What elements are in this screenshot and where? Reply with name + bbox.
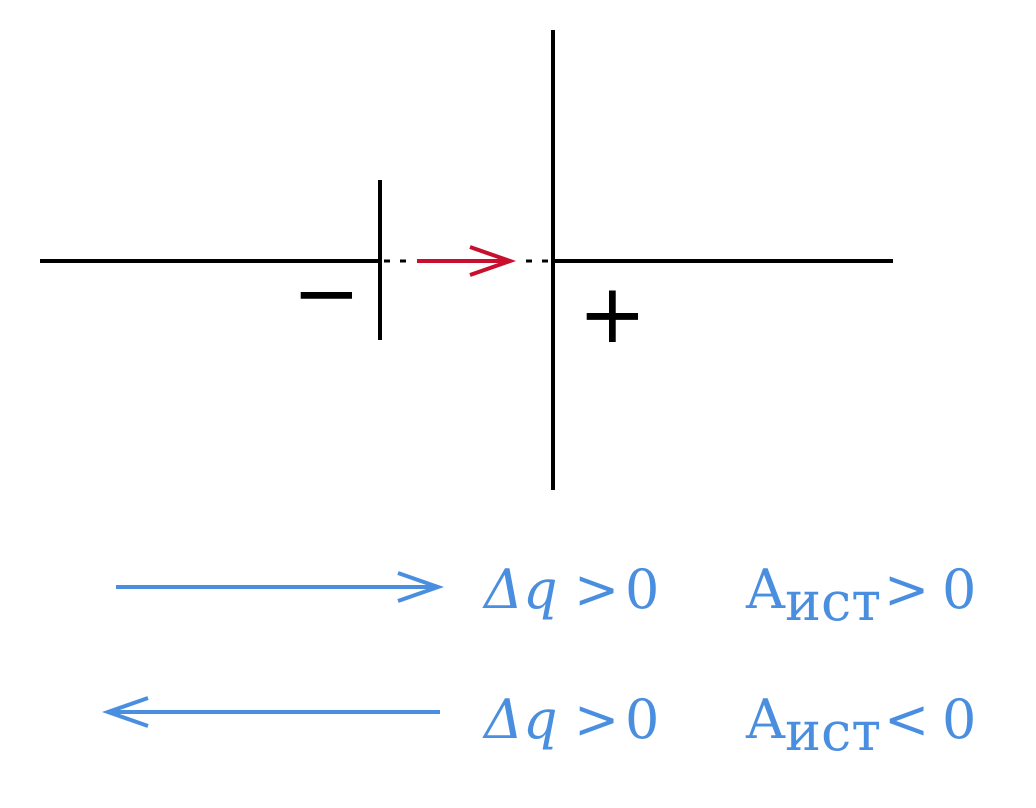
legend-row-2-work-relation: < — [884, 688, 929, 751]
legend-row-1: Δq > 0 A ист > 0 — [116, 558, 976, 633]
charge-arrow-icon — [417, 245, 517, 277]
legend-row-2-delta-q: Δq — [482, 688, 558, 751]
legend-row-2-work-symbol: A — [745, 688, 786, 751]
legend-row-2: Δq > 0 A ист < 0 — [101, 688, 976, 763]
legend-row-1-work-subscript: ист — [785, 570, 881, 633]
arrow-left-icon — [101, 696, 440, 728]
positive-sign: + — [578, 267, 647, 362]
legend-row-2-delta-q-relation: > — [574, 688, 619, 751]
legend-row-1-delta-q-relation: > — [574, 558, 619, 621]
negative-sign: − — [292, 246, 361, 341]
legend-row-2-delta-q-value: 0 — [625, 688, 659, 751]
legend-row-2-work-subscript: ист — [785, 700, 881, 763]
legend-row-1-work-value: 0 — [942, 558, 976, 621]
legend-row-1-work-symbol: A — [745, 558, 786, 621]
legend-row-1-delta-q: Δq — [482, 558, 558, 621]
legend-row-1-work-relation: > — [884, 558, 929, 621]
arrow-right-icon — [116, 571, 445, 603]
legend-row-1-delta-q-value: 0 — [625, 558, 659, 621]
legend-row-2-work-value: 0 — [942, 688, 976, 751]
